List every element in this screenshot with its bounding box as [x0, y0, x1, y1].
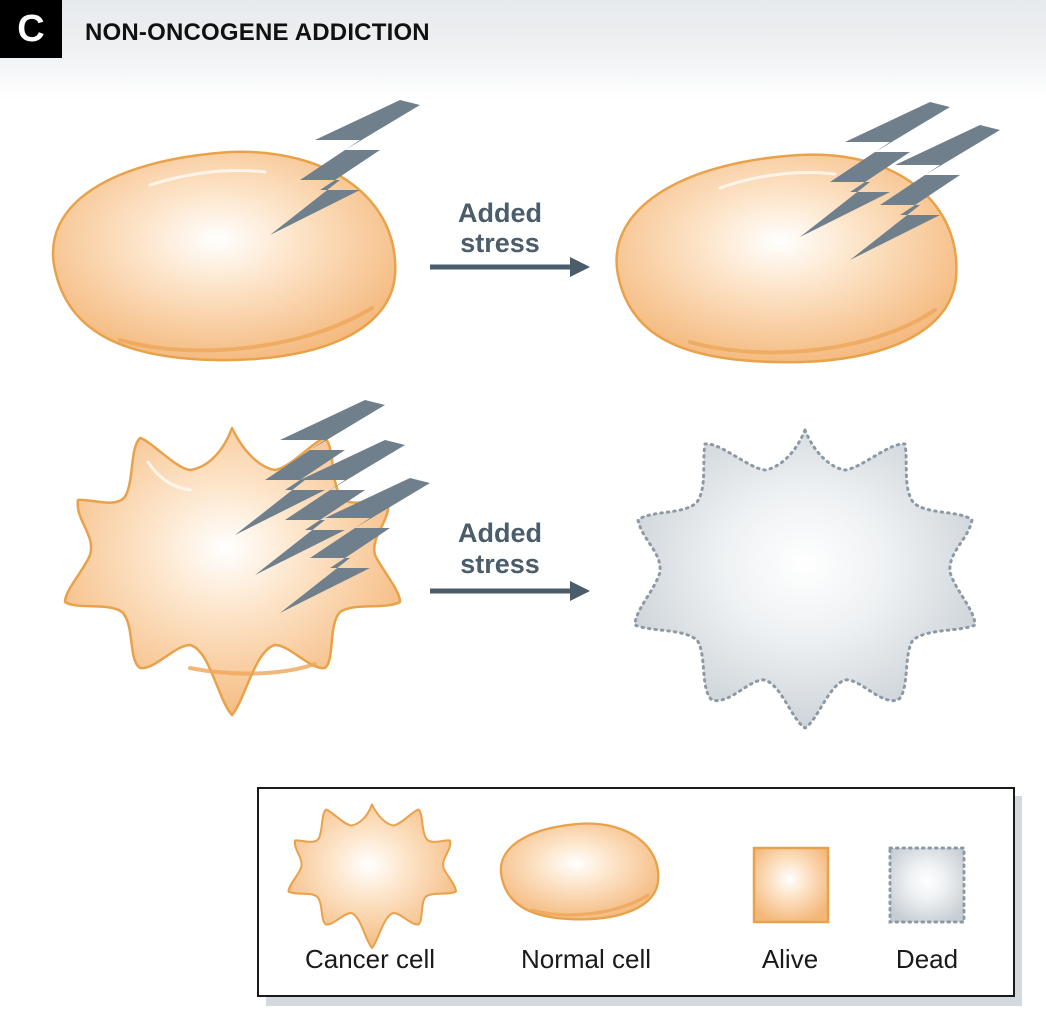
dead-cancer-cell	[633, 428, 977, 730]
legend-dead-swatch	[888, 846, 966, 924]
arrow-label-line1: Added	[458, 198, 542, 228]
arrow-label-line2: stress	[460, 549, 540, 579]
legend-label-normal-cell: Normal cell	[521, 944, 651, 974]
legend-cancer-cell-icon	[287, 803, 457, 949]
normal-cell-after	[615, 153, 958, 364]
arrow-label-line2: stress	[460, 228, 540, 258]
legend-normal-cell-icon	[499, 822, 660, 921]
panel-title: NON-ONCOGENE ADDICTION	[85, 19, 430, 46]
panel-letter: C	[0, 0, 62, 58]
arrow-label-line1: Added	[458, 518, 542, 548]
legend-label-cancer-cell: Cancer cell	[305, 944, 435, 974]
legend-label-dead: Dead	[896, 944, 958, 974]
legend-label-alive: Alive	[762, 944, 818, 974]
normal-cell-before	[51, 150, 397, 362]
panel-header: C NON-ONCOGENE ADDICTION	[0, 0, 1046, 100]
legend-alive-swatch	[752, 846, 830, 924]
legend: Cancer cell Normal cell Alive Dead	[257, 787, 1022, 1006]
